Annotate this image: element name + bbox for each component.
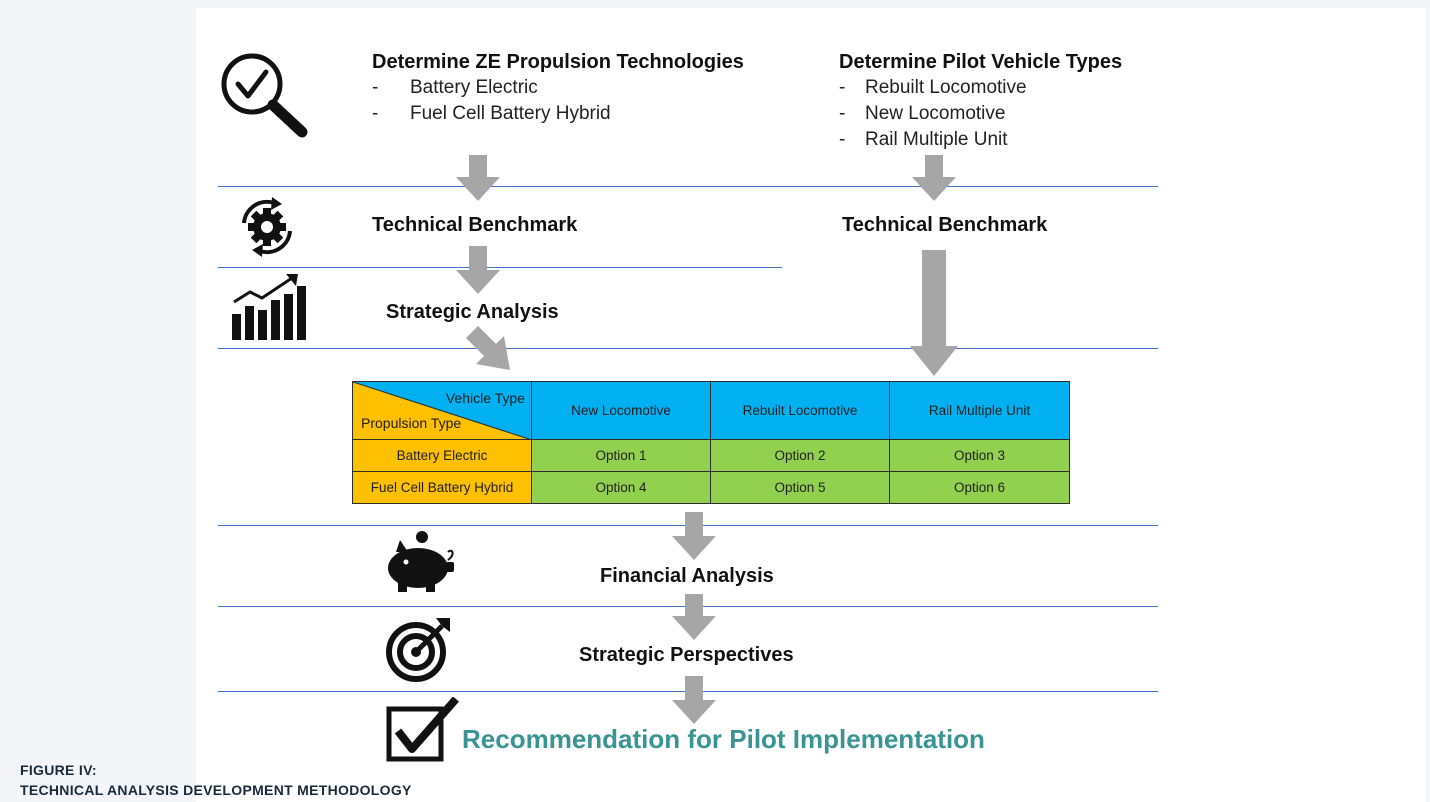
corner-split: [353, 382, 529, 439]
down-arrow: [456, 155, 500, 201]
propulsion-item-label: Fuel Cell Battery Hybrid: [410, 103, 611, 124]
matrix-corner-cell: Vehicle Type Propulsion Type: [352, 381, 532, 440]
option-cell: Option 2: [710, 439, 890, 472]
down-arrow: [672, 676, 716, 724]
column-header: Rail Multiple Unit: [889, 381, 1070, 440]
divider-line: [218, 267, 782, 268]
bullet: -: [839, 129, 846, 150]
vehicle-item: -Rebuilt Locomotive: [839, 77, 1027, 99]
gear-cycle-icon: [242, 197, 292, 257]
propulsion-type-label: Propulsion Type: [361, 415, 462, 431]
divider-line: [218, 348, 1158, 349]
recommendation-label: Recommendation for Pilot Implementation: [462, 724, 985, 754]
bullet: -: [372, 77, 379, 98]
figure-caption-number: FIGURE IV:: [20, 762, 97, 778]
down-arrow: [456, 246, 500, 294]
row-header: Fuel Cell Battery Hybrid: [352, 471, 532, 504]
options-matrix: Vehicle Type Propulsion Type New Locomot…: [352, 381, 1070, 504]
vehicle-item-label: Rail Multiple Unit: [865, 129, 1008, 150]
target-icon: [386, 618, 450, 682]
checkbox-icon: [386, 697, 460, 762]
option-cell: Option 1: [531, 439, 711, 472]
vehicle-item-label: New Locomotive: [865, 103, 1006, 124]
column-header: Rebuilt Locomotive: [710, 381, 890, 440]
strategic-perspectives-label: Strategic Perspectives: [579, 644, 794, 666]
strategic-analysis-label: Strategic Analysis: [386, 301, 559, 323]
matrix-header-row: Vehicle Type Propulsion Type New Locomot…: [352, 381, 1070, 440]
magnifier-check-icon: [221, 53, 308, 138]
matrix-row: Fuel Cell Battery Hybrid Option 4 Option…: [352, 471, 1070, 504]
vehicle-item: -New Locomotive: [839, 103, 1005, 125]
option-cell: Option 6: [889, 471, 1070, 504]
long-down-arrow: [910, 250, 958, 376]
propulsion-item-label: Battery Electric: [410, 77, 538, 98]
propulsion-item: - Fuel Cell Battery Hybrid: [372, 103, 611, 125]
vehicle-item: -Rail Multiple Unit: [839, 129, 1008, 151]
down-arrow: [672, 594, 716, 640]
growth-chart-icon: [232, 274, 306, 340]
technical-benchmark-right: Technical Benchmark: [842, 214, 1048, 236]
divider-line: [218, 186, 1158, 187]
option-cell: Option 3: [889, 439, 1070, 472]
vehicle-type-label: Vehicle Type: [445, 390, 525, 406]
bullet: -: [839, 103, 846, 124]
vehicle-types-heading: Determine Pilot Vehicle Types: [839, 51, 1123, 73]
options-table: Vehicle Type Propulsion Type New Locomot…: [352, 381, 1070, 504]
option-cell: Option 4: [531, 471, 711, 504]
row-header: Battery Electric: [352, 439, 532, 472]
option-cell: Option 5: [710, 471, 890, 504]
down-arrow: [672, 512, 716, 560]
technical-benchmark-left: Technical Benchmark: [372, 214, 578, 236]
column-header: New Locomotive: [531, 381, 711, 440]
bullet: -: [839, 77, 846, 98]
diagonal-arrow: [466, 326, 510, 370]
figure-caption-title: TECHNICAL ANALYSIS DEVELOPMENT METHODOLO…: [20, 782, 412, 798]
piggy-bank-icon: [388, 531, 454, 592]
bullet: -: [372, 103, 379, 124]
down-arrow: [912, 155, 956, 201]
matrix-row: Battery Electric Option 1 Option 2 Optio…: [352, 439, 1070, 472]
propulsion-heading: Determine ZE Propulsion Technologies: [372, 51, 744, 73]
vehicle-item-label: Rebuilt Locomotive: [865, 77, 1027, 98]
financial-analysis-label: Financial Analysis: [600, 565, 774, 587]
propulsion-item: - Battery Electric: [372, 77, 538, 99]
